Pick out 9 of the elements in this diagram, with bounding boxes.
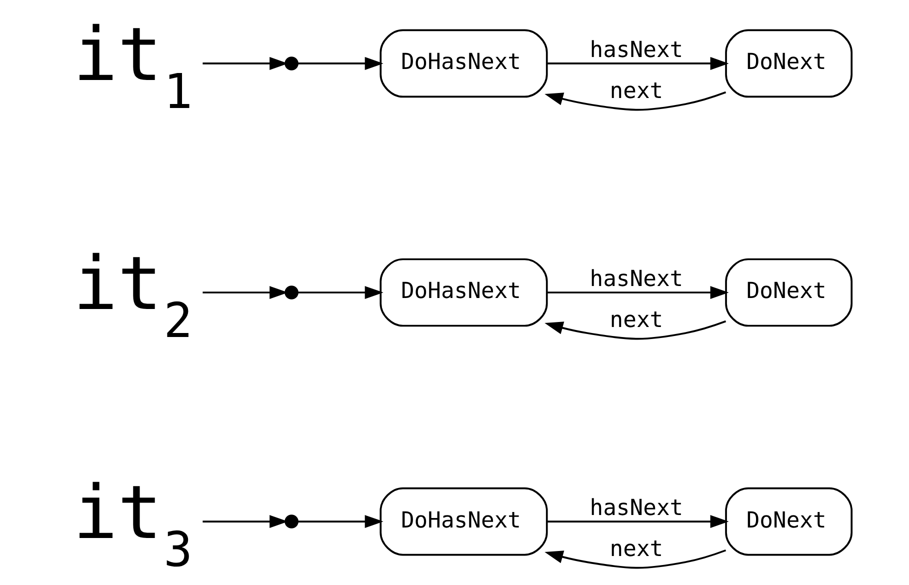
edge-label: hasNext	[589, 37, 683, 64]
edge-label: next	[609, 536, 663, 562]
node-text: it$_{2}$	[72, 241, 192, 350]
edge-label: hasNext	[589, 266, 683, 292]
edge-label: hasNext	[589, 495, 683, 522]
node-text: it$_{3}$	[72, 470, 192, 578]
edge-label: next	[609, 306, 663, 333]
edge-label: next	[609, 78, 663, 104]
node-text: it$_{1}$	[72, 12, 192, 120]
